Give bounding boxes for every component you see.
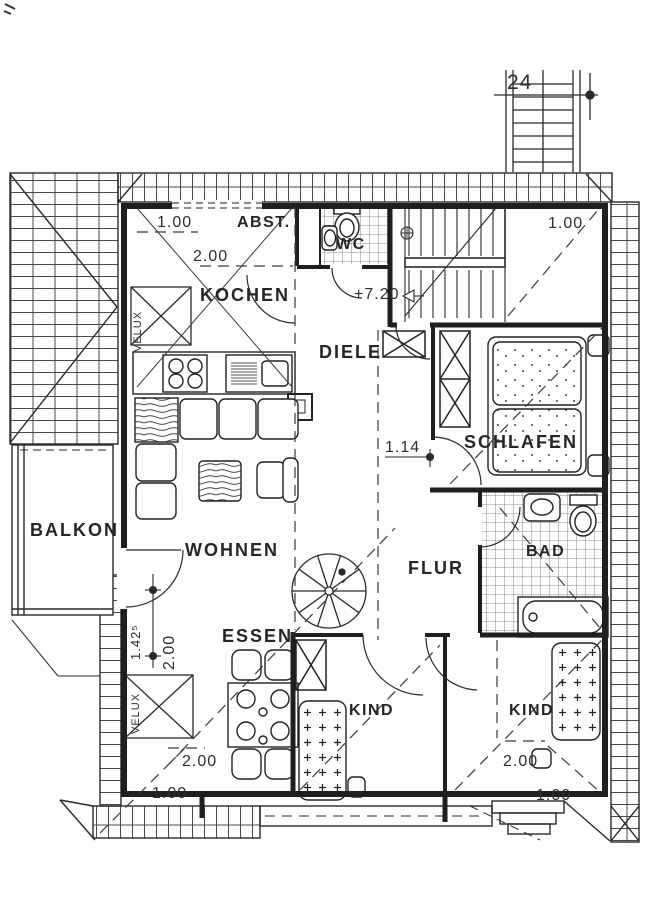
coffee-table <box>198 460 242 502</box>
dim-kochen-a: 1.00 <box>157 214 192 231</box>
room-label-diele: DIELE <box>319 342 382 362</box>
room-label-abst: ABST. <box>237 214 291 231</box>
dim-bottom-right-a: 2.00 <box>503 753 538 770</box>
dining-set <box>227 649 299 780</box>
beds <box>298 334 610 801</box>
roof-bottom-band <box>92 805 261 839</box>
dim-left-wall: 1.42⁵ <box>128 624 143 660</box>
roof-bottom-edge <box>259 805 493 827</box>
roof-left-block <box>9 172 119 445</box>
wohnen-furniture <box>134 397 299 520</box>
main-staircase <box>400 206 506 322</box>
sofa-cushion <box>218 398 257 440</box>
dim-schlafen-door: 1.14 <box>385 439 420 456</box>
room-label-bad: BAD <box>526 543 565 560</box>
roof-top-band <box>117 172 613 203</box>
outer-wall <box>121 203 608 797</box>
chair <box>264 649 295 681</box>
kind-left-door <box>362 634 424 696</box>
sofa-cushion <box>135 482 177 520</box>
level-marker: +7.20 <box>354 286 399 303</box>
velux-label-lower: VELUX <box>130 693 142 734</box>
chair <box>231 748 262 780</box>
room-label-kind-right: KIND <box>509 702 554 719</box>
dim-bottom-left-a: 2.00 <box>182 753 217 770</box>
chair <box>264 748 295 780</box>
room-label-wc: WC <box>336 236 366 253</box>
stair-number: 24 <box>507 71 532 94</box>
dim-left-wall-b: 2.00 <box>161 635 178 670</box>
skylights <box>124 286 194 739</box>
balcony <box>11 444 114 677</box>
balcony-door <box>125 549 184 608</box>
doors <box>125 267 521 696</box>
sideboard <box>134 397 179 443</box>
kitchen-fixtures <box>132 351 313 421</box>
sofa-cushion <box>135 443 177 482</box>
kitchen-window-opening <box>172 200 262 211</box>
labels: BALKON KOCHEN ABST. WC DIELE SCHLAFEN WO… <box>30 71 583 804</box>
dimension-marks <box>145 289 435 668</box>
sofa-cushion <box>257 398 299 440</box>
dim-bottom-left-b: 1.00 <box>152 785 187 802</box>
exterior-stair <box>494 70 598 172</box>
roof-right-band <box>610 201 640 843</box>
wc-door <box>331 267 363 299</box>
dim-landing: 1.00 <box>548 215 583 232</box>
wardrobe <box>382 330 426 358</box>
chair <box>231 649 262 681</box>
sofa-cushion <box>179 398 218 440</box>
slope-lines <box>99 207 603 834</box>
balcony-door-opening <box>117 548 130 609</box>
armchair-back <box>282 457 299 503</box>
bath-fixtures <box>321 204 609 638</box>
room-label-wohnen: WOHNEN <box>185 540 279 560</box>
room-label-essen: ESSEN <box>222 626 293 646</box>
velux-window <box>130 286 192 346</box>
room-label-flur: FLUR <box>408 558 464 578</box>
room-label-kochen: KOCHEN <box>200 285 290 305</box>
dim-kochen-b: 2.00 <box>193 248 228 265</box>
room-label-kind-left: KIND <box>349 702 394 719</box>
wardrobe <box>295 639 327 691</box>
kitchen-door <box>246 274 296 324</box>
scan-artifact <box>3 3 16 15</box>
wardrobes <box>295 330 471 691</box>
bad-door <box>479 506 521 548</box>
room-label-balkon: BALKON <box>30 520 119 540</box>
schlafen-door <box>432 436 482 486</box>
entry-door <box>395 324 431 360</box>
dim-bottom-right-b: 1.00 <box>536 787 571 804</box>
armchair <box>256 461 286 499</box>
velux-label-kitchen: VELUX <box>132 311 144 352</box>
kind-right-door <box>425 637 478 691</box>
bad-toilet-tank <box>569 494 598 506</box>
stool <box>531 748 552 769</box>
roof-areas <box>9 172 640 843</box>
spiral-stair <box>291 553 367 629</box>
room-label-schlafen: SCHLAFEN <box>464 432 578 452</box>
